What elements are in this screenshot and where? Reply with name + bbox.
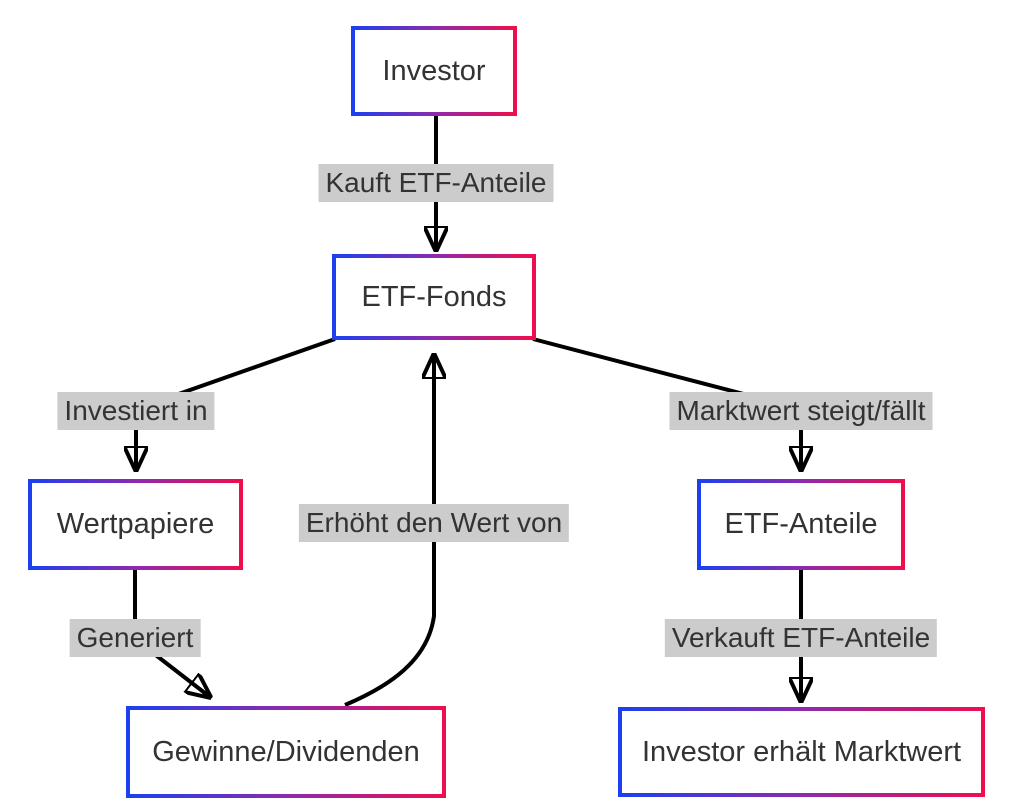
node-investor-erhaelt-marktwert-label: Investor erhält Marktwert <box>641 735 962 768</box>
edge-gewinne-to-etffonds-line <box>344 355 434 707</box>
node-wertpapiere-label: Wertpapiere <box>56 508 215 540</box>
edge-label-marktwert-steigt-faellt: Marktwert steigt/fällt <box>669 392 933 430</box>
edge-label-verkauft-etf-anteile: Verkauft ETF-Anteile <box>664 619 938 657</box>
edge-label-investiert-in: Investiert in <box>57 392 215 430</box>
node-investor-erhaelt-marktwert: Investor erhält Marktwert <box>618 707 985 797</box>
node-gewinne-dividenden: Gewinne/Dividenden <box>126 706 446 798</box>
node-etf-anteile: ETF-Anteile <box>697 479 905 570</box>
node-wertpapiere: Wertpapiere <box>28 479 243 570</box>
edge-label-kauft-etf-anteile: Kauft ETF-Anteile <box>318 164 554 202</box>
node-investor: Investor <box>351 26 517 116</box>
node-etf-fonds: ETF-Fonds <box>332 254 536 340</box>
edge-label-generiert: Generiert <box>69 619 201 657</box>
node-gewinne-dividenden-label: Gewinne/Dividenden <box>152 735 420 768</box>
node-etf-fonds-label: ETF-Fonds <box>361 280 507 313</box>
node-etf-anteile-label: ETF-Anteile <box>724 508 878 540</box>
edge-label-erhoeht-den-wert-von: Erhöht den Wert von <box>298 504 570 542</box>
node-investor-label: Investor <box>382 54 486 87</box>
